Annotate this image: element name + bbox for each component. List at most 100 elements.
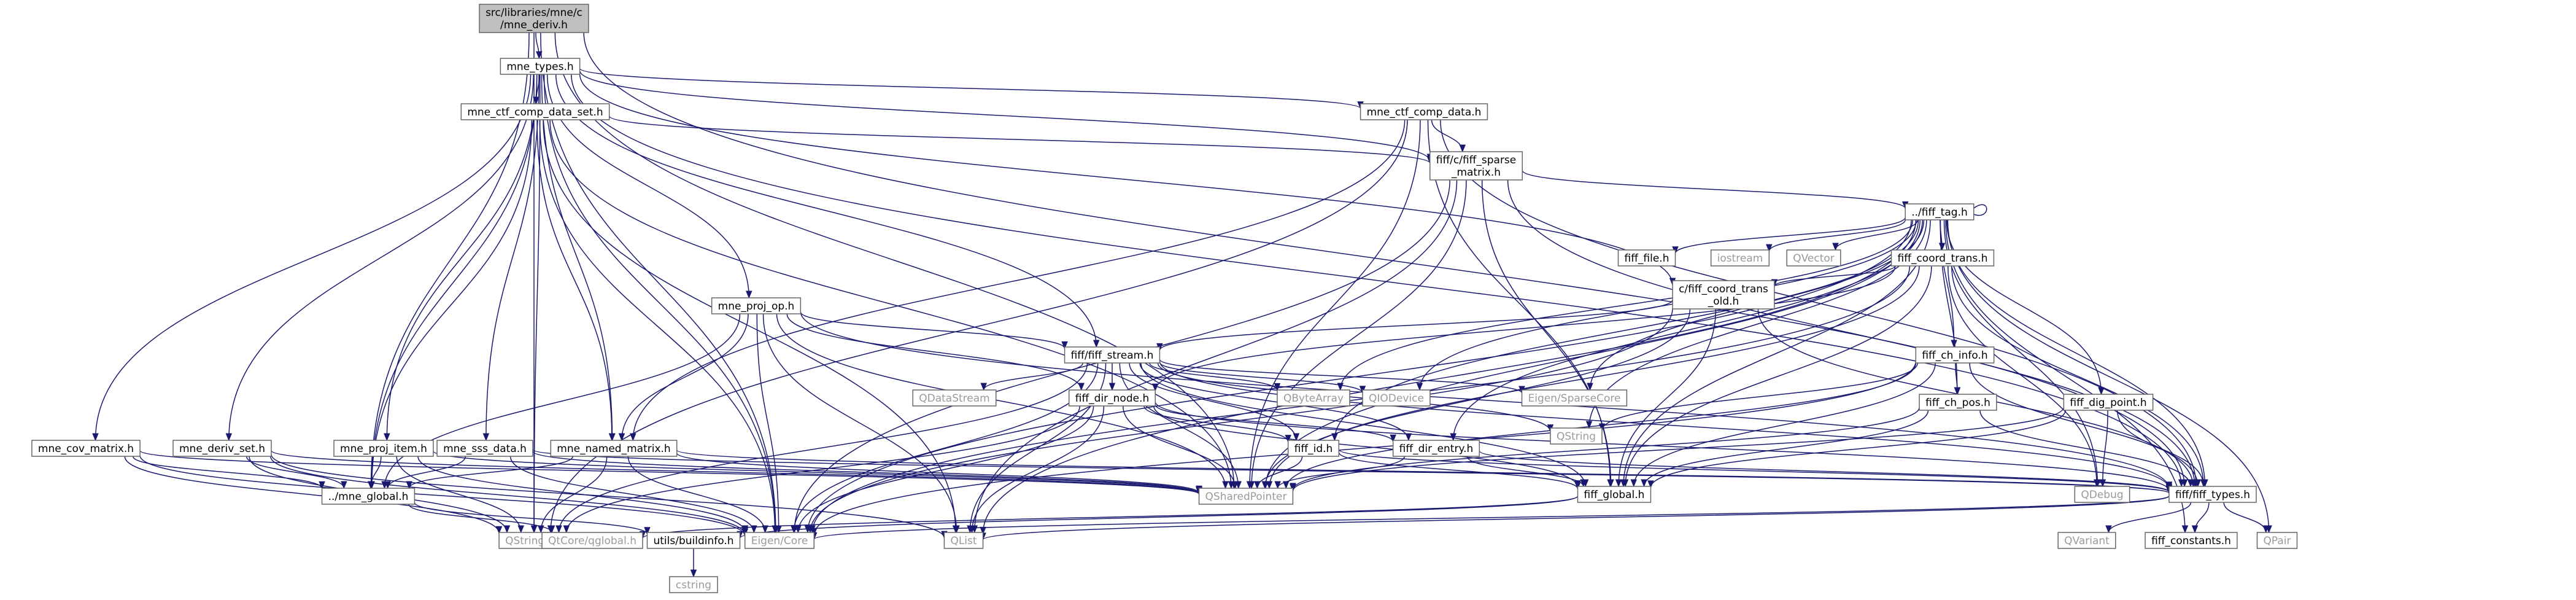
edge-proj-item-to-qstringlist [396, 456, 525, 534]
edge-proj-op-to-dir-node [786, 313, 1085, 391]
node-box [1890, 249, 1995, 267]
node-qlist: QList [943, 532, 984, 549]
node-eigen-sparse: Eigen/SparseCore [1521, 389, 1628, 407]
edge-named-matrix-to-qstringlist [538, 456, 608, 534]
node-label: mne_named_matrix.h [557, 443, 670, 455]
node-label: Eigen/Core [751, 535, 808, 547]
node-box [1362, 389, 1431, 407]
node-mne-global[interactable]: ../mne_global.h [321, 488, 416, 505]
node-box [479, 4, 589, 33]
node-label: fiff/fiff_stream.h [1071, 349, 1154, 362]
node-label: QPair [2264, 535, 2291, 547]
node-qbytearray: QByteArray [1277, 389, 1350, 407]
edge-named-matrix-to-mne-global [406, 456, 574, 489]
node-sss-data[interactable]: mne_sss_data.h [436, 440, 533, 457]
node-label: fiff_global.h [1584, 489, 1645, 501]
node-box [2168, 486, 2257, 503]
node-label: fiff_id.h [1294, 443, 1333, 455]
edge-ctf-data-to-sparse [1431, 119, 1466, 153]
edge-fiff-stream-to-qiodevice [1159, 362, 1366, 394]
node-sparse[interactable]: fiff/c/fiff_sparse_matrix.h [1429, 151, 1523, 181]
node-label: cstring [676, 579, 711, 591]
edge-types-to-cov-matrix [92, 74, 532, 442]
edge-dig-point-to-qdebug [2099, 410, 2108, 488]
node-fiff-file[interactable]: fiff_file.h [1617, 249, 1676, 267]
node-dir-node[interactable]: fiff_dir_node.h [1068, 389, 1156, 407]
node-box [550, 440, 678, 457]
edge-fiff-types-to-fiff-constants [2191, 502, 2210, 534]
node-named-matrix[interactable]: mne_named_matrix.h [550, 440, 678, 457]
node-tag[interactable]: ../fiff_tag.h [1905, 203, 1975, 220]
node-fiff-stream[interactable]: fiff/fiff_stream.h [1064, 346, 1161, 364]
node-proj-item[interactable]: mne_proj_item.h [333, 440, 434, 457]
node-coord-trans[interactable]: fiff_coord_trans.h [1890, 249, 1995, 267]
edge-dig-point-to-qsharedpointer [1290, 407, 2065, 492]
node-layer: src/libraries/mne/c/mne_deriv.h mne_types… [31, 4, 2298, 593]
node-box [2074, 486, 2130, 503]
node-label: mne_types.h [506, 61, 573, 73]
node-ctf-set[interactable]: mne_ctf_comp_data_set.h [460, 103, 610, 120]
node-box [1521, 389, 1628, 407]
node-ch-pos[interactable]: fiff_ch_pos.h [1919, 394, 1997, 411]
node-box [943, 532, 984, 549]
node-label: mne_ctf_comp_data_set.h [467, 106, 603, 119]
edge-ch-pos-to-fiff-types [1979, 410, 2194, 488]
node-box [1550, 427, 1603, 445]
node-ctf-data[interactable]: mne_ctf_comp_data.h [1360, 103, 1488, 120]
node-label: fiff_dig_point.h [2070, 397, 2146, 409]
edge-tag-to-qpair [1947, 219, 2272, 534]
node-label: c/fiff_coord_trans [1679, 283, 1768, 295]
node-box [669, 576, 718, 593]
edge-types-to-named-matrix [541, 74, 616, 442]
node-buildinfo[interactable]: utils/buildinfo.h [646, 532, 741, 549]
node-ch-info[interactable]: fiff_ch_info.h [1915, 346, 1995, 364]
edge-sparse-to-tag [1522, 170, 1909, 209]
node-dig-point[interactable]: fiff_dig_point.h [2063, 394, 2154, 411]
edge-types-to-sparse [579, 70, 1433, 162]
node-label: mne_deriv_set.h [179, 443, 265, 455]
edge-fiff-global-to-qtcore-global [639, 496, 1579, 539]
node-label: src/libraries/mne/c [485, 7, 582, 19]
edge-tag-to-dir-entry [1450, 219, 1924, 442]
edge-dir-node-to-qsharedpointer [1122, 405, 1239, 489]
node-types[interactable]: mne_types.h [500, 58, 581, 75]
node-label: fiff_ch_info.h [1922, 349, 1987, 362]
node-box [1429, 151, 1523, 181]
node-label: fiff/c/fiff_sparse [1436, 154, 1517, 166]
edge-ctf-set-to-named-matrix [536, 119, 616, 442]
edge-fiff-stream-to-fiff-id [1129, 362, 1300, 442]
node-label: _matrix.h [1451, 166, 1501, 179]
node-box [1915, 346, 1995, 364]
edge-tag-to-fiff-file [1672, 217, 1906, 255]
node-label: Eigen/SparseCore [1528, 392, 1621, 405]
node-fiff-types[interactable]: fiff/fiff_types.h [2168, 486, 2257, 503]
node-label: _old.h [1708, 295, 1739, 308]
edge-fiff-stream-to-qlist [967, 362, 1107, 534]
node-box [646, 532, 741, 549]
edge-proj-op-to-fiff-stream [800, 311, 1068, 349]
node-deriv-set[interactable]: mne_deriv_set.h [172, 440, 272, 457]
node-label: QVariant [2064, 535, 2110, 547]
edge-named-matrix-to-eigen-core [627, 456, 768, 534]
node-label: mne_proj_item.h [340, 443, 427, 455]
node-box [1786, 249, 1841, 267]
node-label: utils/buildinfo.h [653, 535, 733, 547]
node-fiff-global[interactable]: fiff_global.h [1577, 486, 1652, 503]
node-dir-entry[interactable]: fiff_dir_entry.h [1392, 440, 1480, 457]
node-proj-op[interactable]: mne_proj_op.h [711, 297, 802, 314]
edge-ctf-set-to-mne-global [368, 119, 533, 489]
node-box [1919, 394, 1997, 411]
node-root[interactable]: src/libraries/mne/c/mne_deriv.h [479, 4, 589, 33]
edge-cov-matrix-to-qsharedpointer [139, 450, 1202, 496]
node-fiff-constants[interactable]: fiff_constants.h [2145, 532, 2238, 549]
node-cov-matrix[interactable]: mne_cov_matrix.h [31, 440, 141, 457]
node-label: QString [1557, 431, 1596, 443]
edge-fiff-stream-to-eigen-core [791, 362, 1099, 534]
node-label: QtCore/qglobal.h [548, 535, 636, 547]
edge-dir-node-to-qstringlist [563, 405, 1080, 534]
node-box [1672, 280, 1775, 310]
node-fiff-id[interactable]: fiff_id.h [1287, 440, 1340, 457]
node-coord-old[interactable]: c/fiff_coord_trans_old.h [1672, 280, 1775, 310]
edge-root-to-mne-global [368, 32, 530, 489]
